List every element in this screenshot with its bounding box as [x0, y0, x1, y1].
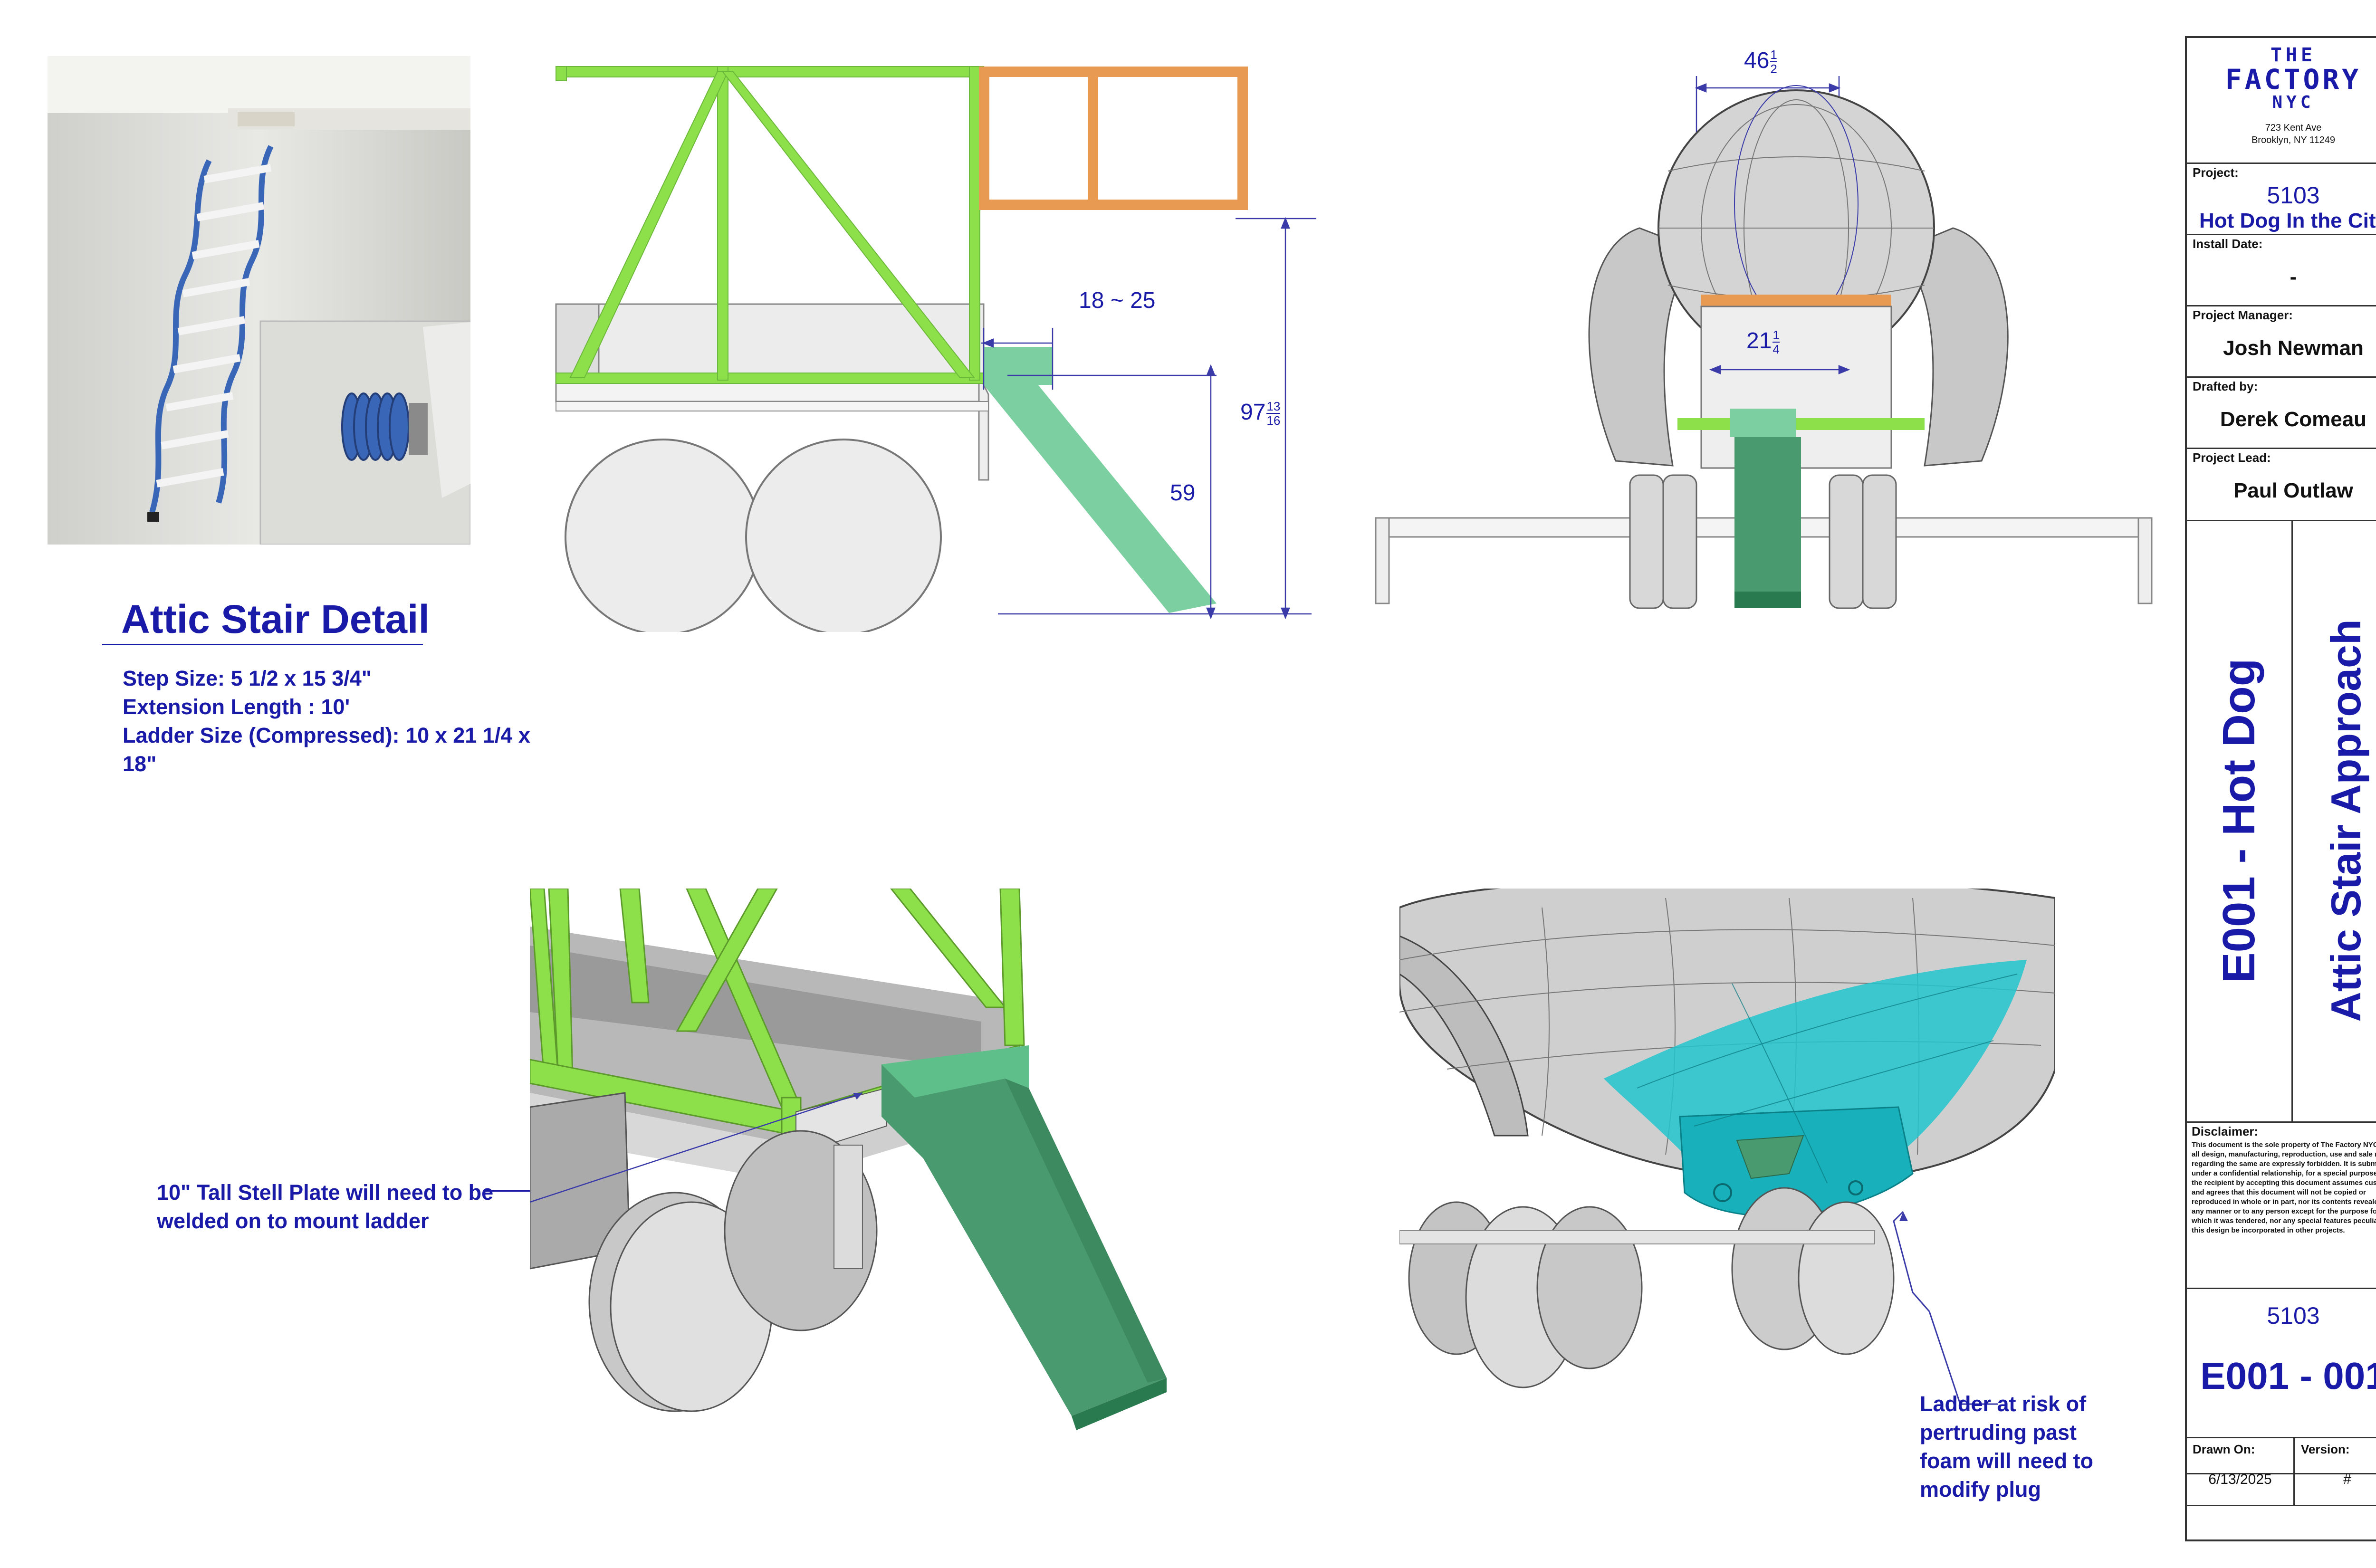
address-line-1: 723 Kent Ave	[2265, 123, 2322, 133]
plate-note-leader	[485, 1190, 530, 1192]
sheet-title-right-box: Attic Stair Approach	[2293, 520, 2376, 1121]
dim-18-25: 18 ~ 25	[1079, 288, 1156, 313]
factory-logo: THE FACTORY NYC	[2187, 45, 2376, 112]
ladder-note-line-2: pertruding past	[1920, 1420, 2077, 1444]
detail-title: Attic Stair Detail	[121, 597, 430, 641]
dim-21-whole: 21	[1746, 328, 1772, 354]
mount-plate-3d-view	[529, 888, 1219, 1449]
manager-label: Project Manager:	[2193, 308, 2293, 322]
lead-value: Paul Outlaw	[2233, 479, 2353, 502]
logo-cell: THE FACTORY NYC 723 Kent Ave Brooklyn, N…	[2187, 38, 2376, 164]
drawn-value: 6/13/2025	[2208, 1472, 2272, 1487]
drafted-cell: Drafted by: Derek Comeau	[2187, 376, 2376, 449]
title-block: THE FACTORY NYC 723 Kent Ave Brooklyn, N…	[2185, 36, 2376, 1541]
wheel-front	[745, 439, 942, 635]
detail-line-ladder: Ladder Size (Compressed): 10 x 21 1/4 x	[123, 723, 530, 747]
project-number: 5103	[2267, 182, 2320, 209]
dim-46-whole: 46	[1744, 48, 1770, 73]
detail-line-step: Step Size: 5 1/2 x 15 3/4"	[123, 666, 372, 690]
version-label: Version:	[2301, 1442, 2350, 1456]
detail-title-underline	[102, 644, 423, 645]
dim-46-num: 1	[1770, 48, 1777, 63]
plate-note: 10" Tall Stell Plate will need to be wel…	[157, 1178, 493, 1235]
ladder-note-line-3: foam will need to	[1920, 1449, 2094, 1473]
dim-97-den: 16	[1266, 413, 1281, 428]
dim-46-den: 2	[1770, 62, 1777, 76]
install-date-value: -	[2290, 265, 2297, 288]
dim-97-whole: 97	[1240, 400, 1266, 425]
disclaimer-label: Disclaimer:	[2192, 1124, 2259, 1138]
foam-plug-3d-view	[1399, 877, 2056, 1425]
sheet-title-cell: E001 - Hot Dog Attic Stair Approach	[2187, 520, 2376, 1123]
project-number-cell: 5103 E001 - 001	[2187, 1288, 2376, 1474]
project-cell: Project: 5103 Hot Dog In the City	[2187, 163, 2376, 235]
lead-label: Project Lead:	[2193, 450, 2271, 465]
ladder-body	[984, 371, 1217, 613]
dim-21-den: 4	[1772, 342, 1780, 357]
address-line-2: Brooklyn, NY 11249	[2251, 135, 2336, 145]
sheet-title-hot-dog: E001 - Hot Dog	[2213, 658, 2264, 983]
drafted-value: Derek Comeau	[2220, 408, 2367, 431]
ladder-front-view	[1734, 437, 1801, 608]
sheet-number: E001 - 001	[2200, 1355, 2376, 1397]
side-elevation-view	[551, 62, 1359, 635]
disclaimer-cell: Disclaimer: This document is the sole pr…	[2187, 1121, 2376, 1289]
plate-note-line-2: welded on to mount ladder	[157, 1209, 429, 1233]
detail-line-ladder-cont: 18"	[123, 752, 157, 776]
drafted-label: Drafted by:	[2193, 379, 2258, 393]
sheet-title-approach: Attic Stair Approach	[2322, 619, 2369, 1022]
version-value: #	[2343, 1472, 2351, 1487]
sheet-title-left-box: E001 - Hot Dog	[2187, 520, 2291, 1121]
project-name: Hot Dog In the City	[2199, 209, 2376, 232]
wheel-rear	[565, 439, 761, 635]
attic-ladder-photo	[48, 56, 471, 545]
manager-cell: Project Manager: Josh Newman	[2187, 305, 2376, 378]
address: 723 Kent Ave Brooklyn, NY 11249	[2187, 122, 2376, 146]
logo-the: THE	[2270, 44, 2317, 66]
plate-note-line-1: 10" Tall Stell Plate will need to be	[157, 1180, 494, 1205]
dim-59: 59	[1170, 480, 1196, 506]
dim-97-num: 13	[1266, 399, 1281, 414]
install-date-cell: Install Date: -	[2187, 234, 2376, 306]
logo-nyc: NYC	[2272, 93, 2315, 112]
detail-specs: Step Size: 5 1/2 x 15 3/4" Extension Len…	[123, 664, 550, 778]
project-number-2: 5103	[2267, 1302, 2320, 1329]
ladder-note: Ladder at risk of pertruding past foam w…	[1920, 1390, 2093, 1504]
lead-cell: Project Lead: Paul Outlaw	[2187, 448, 2376, 521]
project-label: Project:	[2193, 165, 2239, 180]
ladder-note-line-4: modify plug	[1920, 1477, 2041, 1501]
dim-21-num: 1	[1772, 328, 1780, 343]
front-elevation-view	[1369, 48, 2157, 618]
drawn-label: Drawn On:	[2193, 1442, 2255, 1456]
ladder-3d	[891, 1079, 1167, 1416]
drawn-version-cell: Drawn On: 6/13/2025 Version: #	[2187, 1437, 2376, 1506]
disclaimer-text: This document is the sole property of Th…	[2192, 1141, 2376, 1234]
ladder-note-line-1: Ladder at risk of	[1920, 1392, 2087, 1416]
logo-factory: FACTORY	[2225, 63, 2362, 96]
manager-value: Josh Newman	[2223, 336, 2364, 360]
detail-line-extension: Extension Length : 10'	[123, 695, 350, 719]
install-date-label: Install Date:	[2193, 237, 2263, 251]
